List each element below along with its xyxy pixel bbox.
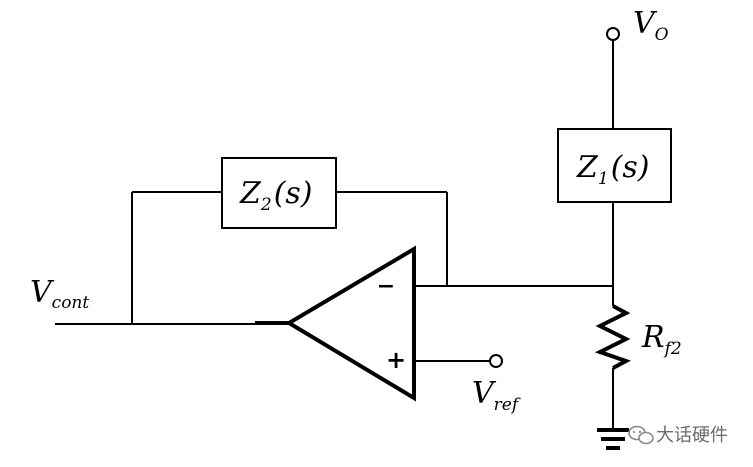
z1-label: Z1(s) <box>576 150 650 189</box>
vo-terminal <box>606 27 620 41</box>
z2-label: Z2(s) <box>239 176 313 215</box>
vref-label: Vref <box>472 376 521 415</box>
rf2-label: Rf2 <box>641 320 682 359</box>
watermark: 大话硬件 <box>628 425 728 446</box>
opamp-plus-sign: + <box>386 346 406 374</box>
vcont-label: Vcont <box>30 275 89 313</box>
opamp-triangle <box>285 245 416 402</box>
watermark-text: 大话硬件 <box>656 425 728 446</box>
ground-icon <box>597 428 629 450</box>
vref-terminal <box>489 354 503 368</box>
z1-box <box>557 128 672 203</box>
vo-label: VO <box>633 6 669 45</box>
opamp-minus-sign: − <box>377 274 395 299</box>
rf2-resistor <box>594 304 631 370</box>
wechat-icon <box>628 425 654 445</box>
